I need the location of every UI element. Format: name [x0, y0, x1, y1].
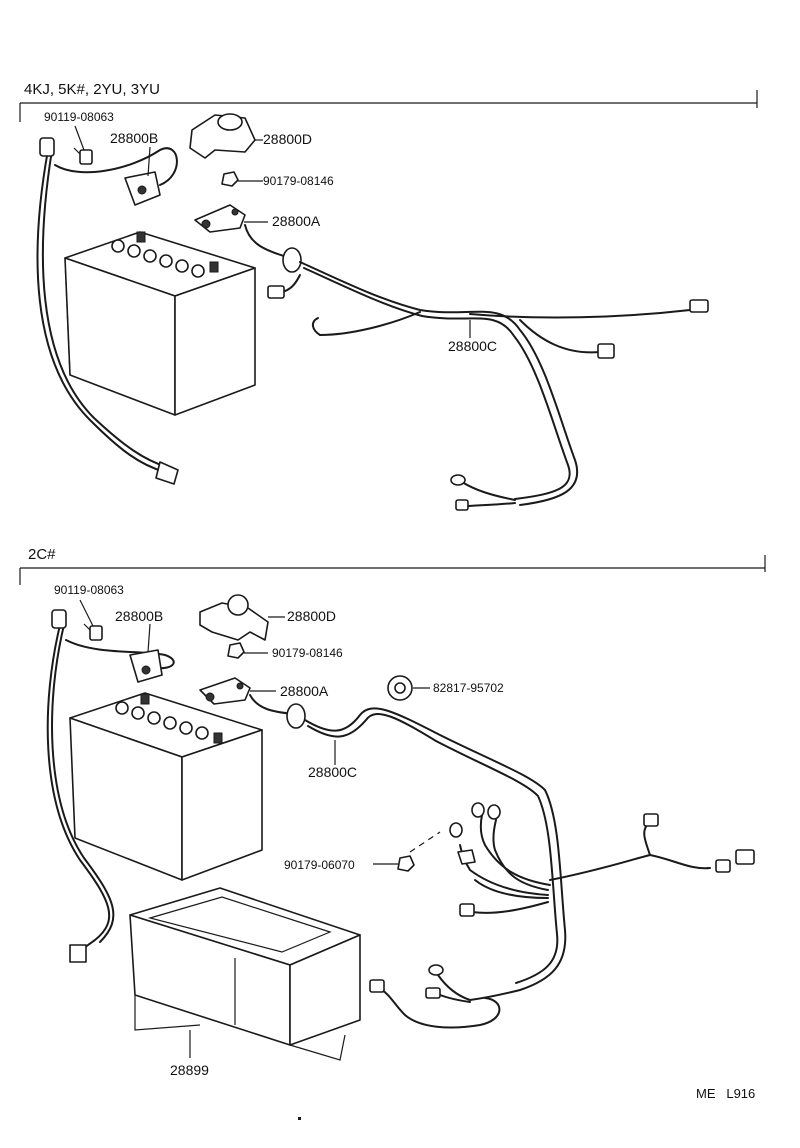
label-bolt-1: 90119-08063: [44, 110, 114, 124]
label-tray: 28899: [170, 1062, 209, 1078]
section2-frame: [19, 555, 766, 585]
footer-code: ME L916: [696, 1086, 756, 1101]
cable-28800b-1: [54, 147, 178, 206]
label-clamp-a-2: 28800A: [280, 683, 329, 699]
speck: [298, 1117, 301, 1120]
cable-28800b-2: [65, 639, 175, 683]
section2-heading: 2C#: [28, 546, 56, 563]
harness-28800c-1: [244, 224, 709, 511]
label-bolt-2: 90119-08063: [54, 583, 124, 597]
label-harness-c-1: 28800C: [448, 338, 498, 354]
nut-icon-2: [227, 642, 245, 659]
label-cover-d-2: 28800D: [287, 608, 337, 624]
leader-lines-2: [79, 599, 430, 1058]
ground-cable-2: [46, 609, 115, 963]
label-harness-c-2: 28800C: [308, 764, 358, 780]
battery-2: [69, 692, 263, 881]
bolt-icon-2: [83, 623, 103, 641]
grommet-icon: [387, 675, 413, 701]
section1-frame: [19, 90, 758, 122]
harness-28800c-2: [249, 694, 755, 1029]
clamp-28800a-2: [199, 677, 251, 705]
label-cable-b-1: 28800B: [110, 130, 159, 146]
label-cover-d-1: 28800D: [263, 131, 313, 147]
bolt-icon-1: [73, 147, 93, 165]
label-clamp-a-1: 28800A: [272, 213, 321, 229]
cover-28800d-1: [189, 113, 256, 159]
section1-heading: 4KJ, 5K#, 2YU, 3YU: [24, 81, 160, 98]
nut-small-icon: [397, 831, 441, 872]
battery-tray: [129, 887, 361, 1061]
label-nut-1: 90179-08146: [263, 174, 334, 188]
ground-cable-1: [36, 137, 179, 485]
cover-28800d-2: [199, 594, 269, 641]
nut-icon-1: [221, 171, 239, 187]
label-nut-2: 90179-08146: [272, 646, 343, 660]
leader-lines-1: [74, 125, 471, 338]
label-cable-b-2: 28800B: [115, 608, 164, 624]
clamp-28800a-1: [194, 204, 246, 233]
label-grommet: 82817-95702: [433, 681, 504, 695]
battery-1: [64, 231, 256, 416]
label-nut-small: 90179-06070: [284, 858, 355, 872]
